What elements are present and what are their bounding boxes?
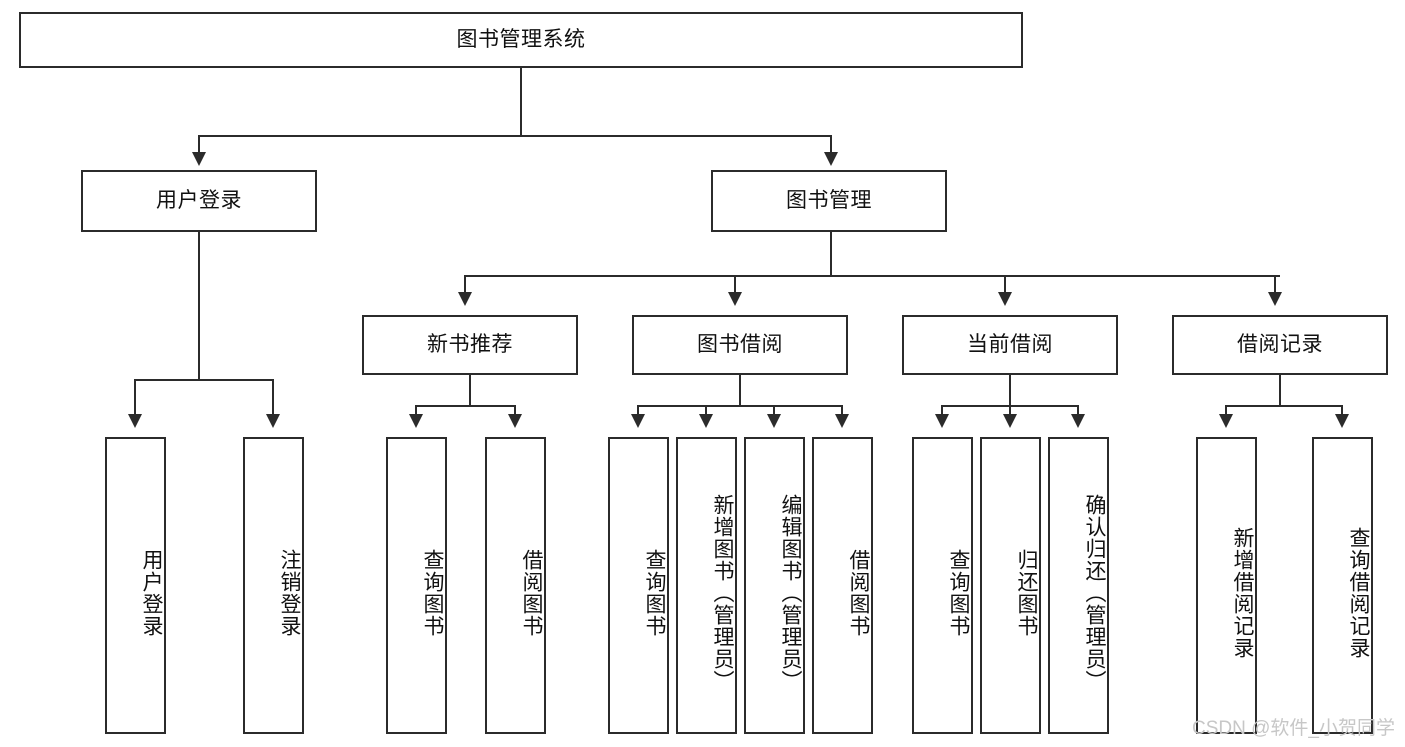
leaf-query-books-borrow[interactable]: 查询图书 xyxy=(608,437,669,734)
connector-records-bus xyxy=(1225,405,1343,407)
node-current-borrowing-label: 当前借阅 xyxy=(967,333,1053,357)
connector-book-mgmt-to-current xyxy=(1004,275,1006,295)
connector-new-books-to-leaf-1 xyxy=(415,405,417,417)
leaf-add-book-admin-label: 新增图书（管理员） xyxy=(711,493,734,692)
leaf-borrow-books[interactable]: 借阅图书 xyxy=(812,437,873,734)
arrow-new-books-to-leaf-1 xyxy=(409,414,423,428)
connector-root-to-user-login xyxy=(198,135,200,157)
node-book-management-label: 图书管理 xyxy=(786,189,872,213)
arrow-book-mgmt-to-records xyxy=(1268,292,1282,306)
leaf-logout-label: 注销登录 xyxy=(278,548,301,637)
arrow-current-to-leaf-2 xyxy=(1003,414,1017,428)
arrow-borrow-to-leaf-1 xyxy=(631,414,645,428)
leaf-borrow-books-label: 借阅图书 xyxy=(847,548,870,637)
connector-user-login-to-leaf-2 xyxy=(272,379,274,417)
connector-borrow-bus xyxy=(637,405,843,407)
leaf-query-books-current-label: 查询图书 xyxy=(947,548,970,637)
arrow-root-to-book-mgmt xyxy=(824,152,838,166)
node-root[interactable]: 图书管理系统 xyxy=(19,12,1023,68)
connector-current-to-leaf-2 xyxy=(1009,405,1011,417)
connector-records-to-leaf-2 xyxy=(1341,405,1343,417)
arrow-current-to-leaf-3 xyxy=(1071,414,1085,428)
arrow-new-books-to-leaf-2 xyxy=(508,414,522,428)
connector-root-stem xyxy=(520,68,522,136)
arrow-borrow-to-leaf-4 xyxy=(835,414,849,428)
leaf-confirm-return-admin[interactable]: 确认归还（管理员） xyxy=(1048,437,1109,734)
node-user-login-label: 用户登录 xyxy=(156,189,242,213)
arrow-book-mgmt-to-borrow xyxy=(728,292,742,306)
connector-borrow-to-leaf-1 xyxy=(637,405,639,417)
connector-book-mgmt-to-records xyxy=(1274,275,1276,295)
leaf-query-borrow-record[interactable]: 查询借阅记录 xyxy=(1312,437,1373,734)
connector-borrow-to-leaf-4 xyxy=(841,405,843,417)
connector-borrow-to-leaf-3 xyxy=(773,405,775,417)
connector-user-login-bus xyxy=(134,379,274,381)
arrow-borrow-to-leaf-2 xyxy=(699,414,713,428)
node-borrowing-records-label: 借阅记录 xyxy=(1237,333,1323,357)
leaf-user-login-label: 用户登录 xyxy=(140,548,163,637)
leaf-add-borrow-record-label: 新增借阅记录 xyxy=(1231,526,1254,659)
connector-current-to-leaf-1 xyxy=(941,405,943,417)
arrow-book-mgmt-to-new-books xyxy=(458,292,472,306)
connector-records-stem xyxy=(1279,375,1281,407)
connector-book-mgmt-to-new-books xyxy=(464,275,466,295)
leaf-return-books[interactable]: 归还图书 xyxy=(980,437,1041,734)
connector-book-mgmt-bus xyxy=(464,275,1280,277)
leaf-borrow-books-new[interactable]: 借阅图书 xyxy=(485,437,546,734)
arrow-book-mgmt-to-current xyxy=(998,292,1012,306)
connector-current-to-leaf-3 xyxy=(1077,405,1079,417)
leaf-query-books-current[interactable]: 查询图书 xyxy=(912,437,973,734)
leaf-borrow-books-new-label: 借阅图书 xyxy=(520,548,543,637)
connector-book-mgmt-to-borrow xyxy=(734,275,736,295)
leaf-logout[interactable]: 注销登录 xyxy=(243,437,304,734)
arrow-user-login-to-leaf-1 xyxy=(128,414,142,428)
leaf-query-borrow-record-label: 查询借阅记录 xyxy=(1347,526,1370,659)
leaf-query-books-borrow-label: 查询图书 xyxy=(643,548,666,637)
leaf-add-borrow-record[interactable]: 新增借阅记录 xyxy=(1196,437,1257,734)
node-book-management[interactable]: 图书管理 xyxy=(711,170,947,232)
connector-borrow-stem xyxy=(739,375,741,407)
node-root-label: 图书管理系统 xyxy=(456,28,586,52)
connector-root-bus xyxy=(198,135,832,137)
leaf-edit-book-admin[interactable]: 编辑图书（管理员） xyxy=(744,437,805,734)
leaf-query-books-new-label: 查询图书 xyxy=(421,548,444,637)
leaf-add-book-admin[interactable]: 新增图书（管理员） xyxy=(676,437,737,734)
node-user-login[interactable]: 用户登录 xyxy=(81,170,317,232)
arrow-root-to-user-login xyxy=(192,152,206,166)
node-book-borrowing-label: 图书借阅 xyxy=(697,333,783,357)
connector-current-stem xyxy=(1009,375,1011,407)
node-new-book-recommendation-label: 新书推荐 xyxy=(427,333,513,357)
node-new-book-recommendation[interactable]: 新书推荐 xyxy=(362,315,578,375)
arrow-borrow-to-leaf-3 xyxy=(767,414,781,428)
connector-root-to-book-mgmt xyxy=(830,135,832,157)
leaf-confirm-return-admin-label: 确认归还（管理员） xyxy=(1083,493,1106,692)
arrow-user-login-to-leaf-2 xyxy=(266,414,280,428)
leaf-return-books-label: 归还图书 xyxy=(1015,548,1038,637)
leaf-user-login[interactable]: 用户登录 xyxy=(105,437,166,734)
connector-borrow-to-leaf-2 xyxy=(705,405,707,417)
node-borrowing-records[interactable]: 借阅记录 xyxy=(1172,315,1388,375)
connector-new-books-to-leaf-2 xyxy=(514,405,516,417)
connector-user-login-to-leaf-1 xyxy=(134,379,136,417)
connector-user-login-stem xyxy=(198,232,200,380)
node-book-borrowing[interactable]: 图书借阅 xyxy=(632,315,848,375)
connector-book-mgmt-stem xyxy=(830,232,832,277)
leaf-edit-book-admin-label: 编辑图书（管理员） xyxy=(779,493,802,692)
leaf-query-books-new[interactable]: 查询图书 xyxy=(386,437,447,734)
arrow-records-to-leaf-2 xyxy=(1335,414,1349,428)
arrow-records-to-leaf-1 xyxy=(1219,414,1233,428)
connector-records-to-leaf-1 xyxy=(1225,405,1227,417)
arrow-current-to-leaf-1 xyxy=(935,414,949,428)
connector-new-books-stem xyxy=(469,375,471,407)
connector-new-books-bus xyxy=(415,405,515,407)
node-current-borrowing[interactable]: 当前借阅 xyxy=(902,315,1118,375)
